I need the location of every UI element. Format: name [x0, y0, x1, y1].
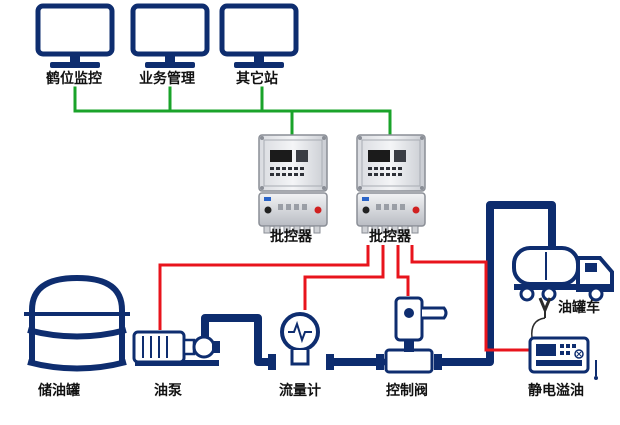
flow-meter [268, 312, 334, 370]
label-pump: 油泵 [154, 383, 182, 399]
monitor-icon [219, 3, 299, 57]
workstation-monitor-2 [130, 3, 210, 68]
signal-to-pump [158, 245, 370, 330]
signal-to-overflow [410, 245, 530, 352]
storage-tank [24, 274, 130, 372]
label-overflow: 静电溢油 [528, 383, 584, 399]
grounding-clamp-icon [538, 297, 552, 318]
stop-button [264, 206, 272, 214]
network-lines [73, 86, 392, 137]
stop-button [362, 206, 370, 214]
label-monitor-2: 业务管理 [139, 71, 195, 87]
label-monitor-1: 鹤位监控 [46, 71, 102, 87]
workstation-monitor-3 [219, 3, 299, 68]
pipeline [201, 201, 556, 366]
monitor-icon [130, 3, 210, 57]
signal-to-valve [396, 245, 410, 296]
tanker-truck [512, 246, 614, 302]
label-monitor-3: 其它站 [236, 71, 278, 87]
batch-controller-1 [258, 134, 328, 234]
start-button [314, 206, 322, 214]
label-controller-1: 批控器 [270, 229, 312, 245]
batch-controller-2 [356, 134, 426, 234]
pipe-pump-to-meter [201, 314, 276, 366]
label-tank: 储油罐 [38, 383, 80, 399]
label-flowmeter: 流量计 [279, 383, 321, 399]
label-controller-2: 批控器 [369, 229, 411, 245]
label-truck: 油罐车 [558, 300, 600, 316]
signal-to-flowmeter [303, 245, 385, 310]
controller-display [368, 150, 390, 162]
signal-lines [158, 245, 530, 352]
static-overflow-device [528, 317, 598, 380]
pipe-valve-to-truck [434, 201, 556, 366]
monitor-icon [35, 3, 115, 57]
label-valve: 控制阀 [386, 383, 428, 399]
workstation-monitor-1 [35, 3, 115, 68]
controller-display [270, 150, 292, 162]
oil-pump [132, 330, 220, 366]
control-valve [376, 296, 448, 374]
start-button [412, 206, 420, 214]
